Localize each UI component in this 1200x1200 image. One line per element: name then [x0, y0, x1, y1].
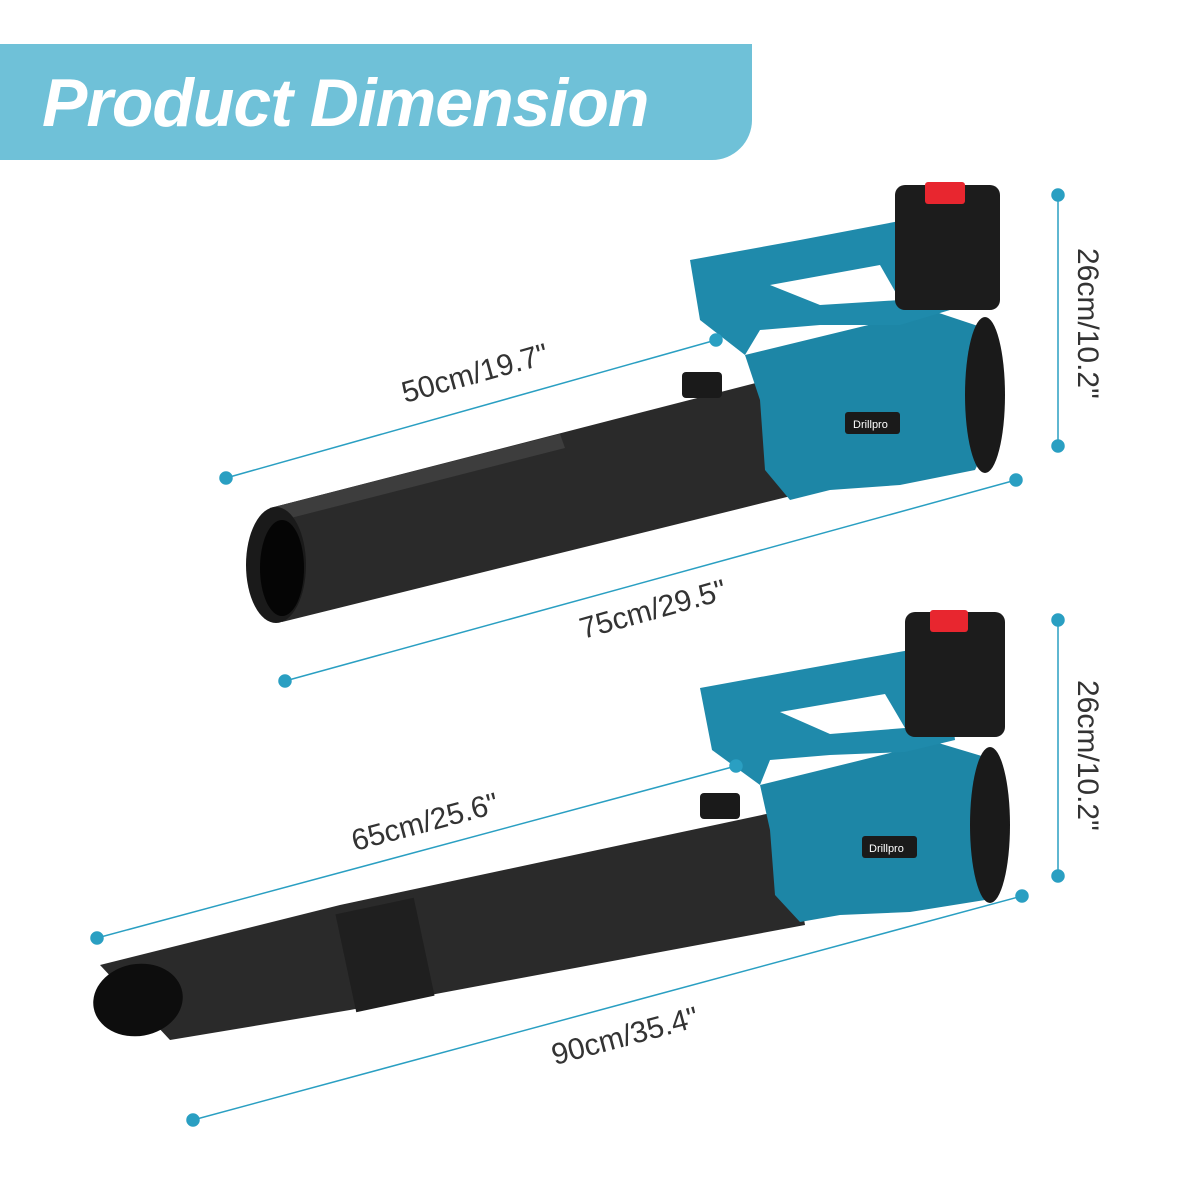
height-label: 26cm/10.2"	[1071, 248, 1104, 399]
nozzle	[93, 963, 183, 1037]
motor-housing	[760, 742, 1005, 922]
dimension-line	[225, 339, 717, 479]
battery-button	[925, 182, 965, 204]
blower-bottom: Drillpro	[93, 610, 1010, 1040]
brand-logo: Drillpro	[853, 419, 888, 431]
tube	[100, 810, 805, 1040]
motor-housing	[745, 310, 1000, 500]
dimension-line	[96, 765, 737, 939]
page-title: Product Dimension	[42, 65, 649, 141]
brand-logo: Drillpro	[869, 843, 904, 855]
dimension-line	[284, 479, 1017, 682]
blower-top: Drillpro	[246, 182, 1005, 623]
title-banner: Product Dimension	[0, 44, 752, 160]
height-label: 26cm/10.2"	[1071, 680, 1104, 831]
tube	[270, 378, 795, 622]
battery	[905, 612, 1005, 737]
battery-button	[930, 610, 968, 632]
dimension-line	[192, 895, 1023, 1121]
battery	[895, 185, 1000, 310]
